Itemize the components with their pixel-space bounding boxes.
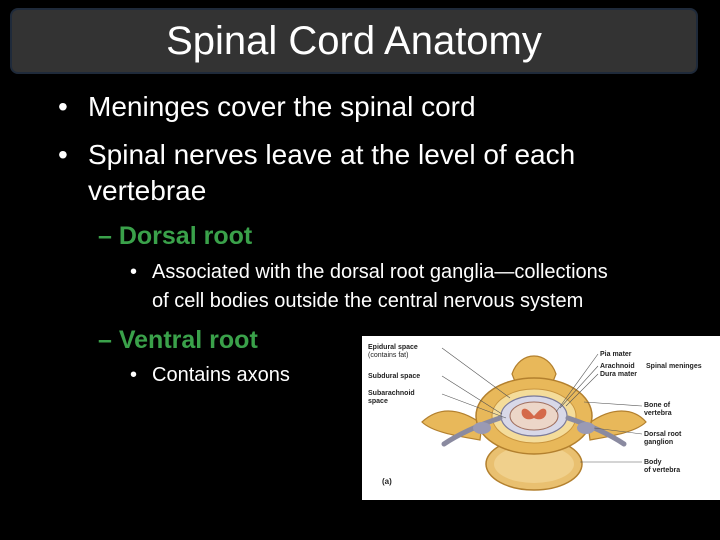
label-subdural: Subdural space (368, 373, 421, 380)
bullet-dot: • (58, 91, 68, 122)
vertebral-body-inner (494, 445, 574, 483)
vertebra-illustration (421, 347, 647, 491)
label-epidural: Epidural space (368, 344, 418, 351)
dorsal-detail-cont: of cell bodies outside the central nervo… (130, 287, 710, 316)
spinal-cord-figure: Epidural space (contains fat) Subdural s… (362, 336, 720, 500)
label-subarachnoid-2: space (368, 398, 388, 405)
left-transverse-process (421, 410, 483, 441)
sub-item-ventral-root: – Ventral root (98, 326, 258, 354)
label-bone-2: vertebra (644, 410, 672, 417)
dorsal-detail: • Associated with the dorsal root gangli… (130, 258, 710, 287)
page-title: Spinal Cord Anatomy (166, 18, 542, 63)
right-spinal-nerve (565, 415, 627, 447)
title-bar: Spinal Cord Anatomy (10, 8, 698, 74)
dorsal-detail-text: of cell bodies outside the central nervo… (152, 290, 584, 312)
label-dura: Dura mater (600, 371, 637, 378)
label-epidural-note: (contains fat) (368, 352, 409, 359)
label-body: Body (644, 459, 662, 466)
grey-matter-shape (521, 408, 547, 420)
label-ganglion: Dorsal root (644, 431, 682, 438)
label-subarachnoid: Subarachnoid (368, 390, 415, 397)
ventral-detail-text: Contains axons (152, 364, 290, 386)
dorsal-detail-text: Associated with the dorsal root ganglia—… (152, 261, 608, 283)
bullet-dot: • (130, 364, 138, 386)
left-ganglion (473, 422, 491, 434)
bullet-meninges: • Meninges cover the spinal cord (58, 90, 698, 124)
label-panel: (a) (382, 477, 392, 486)
bullet-dot: • (58, 139, 68, 170)
sub-item-dorsal-root: – Dorsal root (98, 222, 253, 250)
right-transverse-process (587, 410, 647, 441)
bullet-text: Spinal nerves leave at the level of each (88, 139, 576, 170)
right-ganglion (577, 422, 595, 434)
label-arachnoid: Arachnoid (600, 363, 635, 370)
bullet-text: Meninges cover the spinal cord (88, 91, 476, 122)
label-spinal-meninges: Spinal meninges (646, 363, 702, 370)
label-bone: Bone of (644, 402, 671, 409)
label-body-2: of vertebra (644, 467, 681, 474)
bullet-dot: • (130, 261, 138, 283)
label-ganglion-2: ganglion (644, 439, 674, 446)
ventral-detail: • Contains axons (130, 361, 350, 390)
bullet-spinal-nerves: • Spinal nerves leave at the level of ea… (58, 138, 698, 172)
label-pia: Pia mater (600, 351, 632, 358)
bullet-spinal-nerves-cont: vertebrae (58, 174, 698, 208)
left-spinal-nerve (441, 415, 503, 447)
bullet-text: vertebrae (88, 175, 207, 206)
